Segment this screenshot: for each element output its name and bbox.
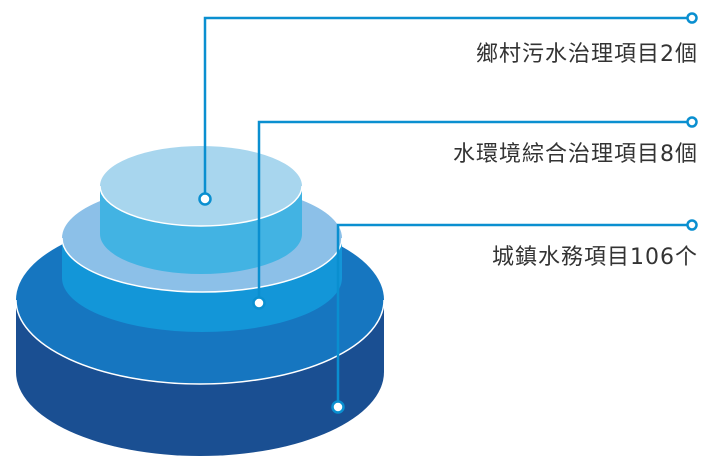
leader-line-top xyxy=(203,16,687,198)
leader-line-bottom xyxy=(336,223,687,405)
rural-sewage-project-label: 鄉村污水治理項目2個 xyxy=(476,42,698,67)
top-tier xyxy=(99,146,303,274)
middle-tier-marker-dot xyxy=(252,296,266,310)
top-tier-marker-dot xyxy=(198,192,212,206)
middle-tier-rim xyxy=(61,237,343,293)
top-tier-rim xyxy=(99,185,303,227)
urban-water-project-label: 城鎮水務項目106个 xyxy=(492,245,698,270)
leader-line-middle xyxy=(257,120,687,302)
top-tier-face xyxy=(100,146,302,226)
leader-lines xyxy=(203,16,687,405)
water-environment-project-label: 水環境綜合治理項目8個 xyxy=(453,142,698,167)
bottom-tier-marker-dot xyxy=(331,400,345,414)
bottom-leader-end-circle xyxy=(686,219,698,231)
middle-leader-end-circle xyxy=(686,116,698,128)
top-leader-end-circle xyxy=(686,12,698,24)
bottom-tier-rim xyxy=(15,299,385,385)
